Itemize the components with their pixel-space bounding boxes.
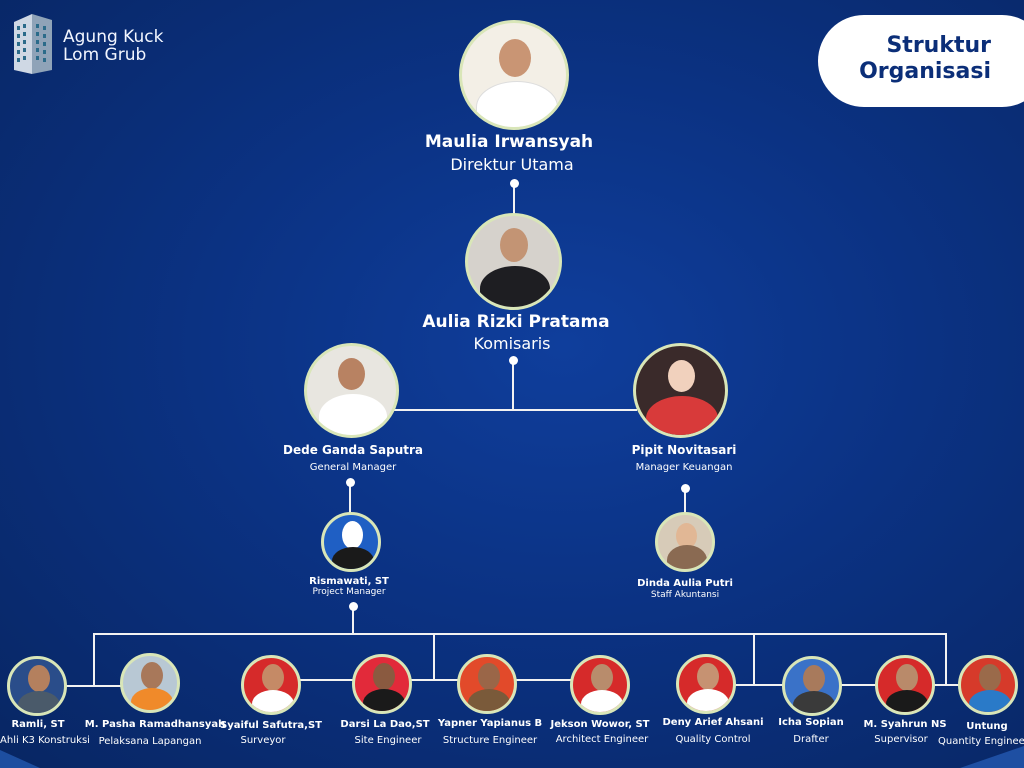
connector-dot (510, 179, 519, 188)
staff-10-role: Quantity Engineer (938, 736, 1024, 747)
avatar-staff-4 (352, 654, 412, 714)
avatar-komisaris (465, 213, 562, 310)
company-name-line2: Lom Grub (63, 45, 147, 65)
staff-8-role: Drafter (793, 734, 829, 745)
keuangan-role: Manager Keuangan (635, 462, 733, 473)
avatar-pm (321, 512, 381, 572)
direktur-role: Direktur Utama (450, 155, 574, 174)
avatar-direktur (459, 20, 569, 130)
staff-6-role: Architect Engineer (555, 734, 649, 745)
staff-bottom-line-right (734, 684, 964, 686)
avatar-staff-5 (457, 654, 517, 714)
avatar-staff-8 (782, 656, 842, 716)
staff-top-line (93, 633, 947, 635)
staff-bottom-line-left (66, 685, 122, 687)
connector-komisaris-managers (512, 360, 514, 410)
staff-6-name: Jekson Wowor, ST (550, 719, 650, 730)
staff-9-role: Supervisor (874, 734, 928, 745)
avatar-akuntansi (655, 512, 715, 572)
komisaris-name: Aulia Rizki Pratama (422, 312, 610, 332)
staff-5-role: Structure Engineer (442, 735, 538, 746)
pm-role: Project Manager (312, 587, 386, 597)
company-name: Agung Kuck Lom Grub (63, 28, 163, 64)
staff-drop-mid (433, 633, 435, 680)
akuntansi-role: Staff Akuntansi (650, 590, 720, 600)
staff-3-name: Syaiful Safutra,ST (220, 720, 322, 731)
avatar-staff-6 (570, 655, 630, 715)
avatar-staff-3 (241, 655, 301, 715)
avatar-staff-2 (120, 653, 180, 713)
avatar-staff-1 (7, 656, 67, 716)
gm-role: General Manager (309, 462, 397, 473)
connector-dot (346, 478, 355, 487)
staff-2-role: Pelaksana Lapangan (98, 736, 202, 747)
staff-5-name: Yapner Yapianus B (437, 718, 543, 729)
staff-4-role: Site Engineer (354, 735, 422, 746)
pm-name: Rismawati, ST (309, 576, 389, 587)
connector-dot (509, 356, 518, 365)
title-line2: Organisasi (859, 59, 991, 84)
gm-name: Dede Ganda Saputra (283, 443, 423, 457)
komisaris-role: Komisaris (473, 334, 551, 353)
staff-bottom-line-mid (300, 679, 572, 681)
avatar-staff-9 (875, 655, 935, 715)
akuntansi-name: Dinda Aulia Putri (637, 578, 733, 589)
staff-8-name: Icha Sopian (778, 717, 844, 728)
staff-2-name: M. Pasha Ramadhansyah (84, 719, 226, 730)
staff-drop-mid2 (753, 633, 755, 685)
company-name-line1: Agung Kuck (63, 27, 164, 47)
connector-keuangan-akuntansi (684, 488, 686, 514)
manager-horizontal-line (393, 409, 637, 411)
title-line1: Struktur (886, 33, 991, 58)
staff-9-name: M. Syahrun NS (863, 719, 947, 730)
decorative-wave-shape (0, 746, 1024, 768)
connector-pm-staff (352, 606, 354, 634)
keuangan-name: Pipit Novitasari (631, 443, 737, 457)
connector-gm-pm (349, 482, 351, 514)
connector-dot (349, 602, 358, 611)
connector-dot (681, 484, 690, 493)
avatar-keuangan (633, 343, 728, 438)
avatar-staff-10 (958, 655, 1018, 715)
staff-7-name: Deny Arief Ahsani (662, 717, 764, 728)
staff-drop-left (93, 633, 95, 686)
staff-4-name: Darsi La Dao,ST (340, 719, 430, 730)
staff-1-name: Ramli, ST (11, 719, 65, 730)
avatar-gm (304, 343, 399, 438)
connector-direktur-komisaris (513, 183, 515, 215)
direktur-name: Maulia Irwansyah (424, 132, 594, 152)
staff-1-role: Ahli K3 Konstruksi (0, 735, 90, 746)
title-card: Struktur Organisasi (818, 15, 1024, 107)
avatar-staff-7 (676, 654, 736, 714)
staff-drop-right (945, 633, 947, 685)
building-logo-icon (14, 14, 52, 74)
staff-10-name: Untung (966, 721, 1008, 732)
staff-3-role: Surveyor (240, 735, 286, 746)
staff-7-role: Quality Control (675, 734, 751, 745)
